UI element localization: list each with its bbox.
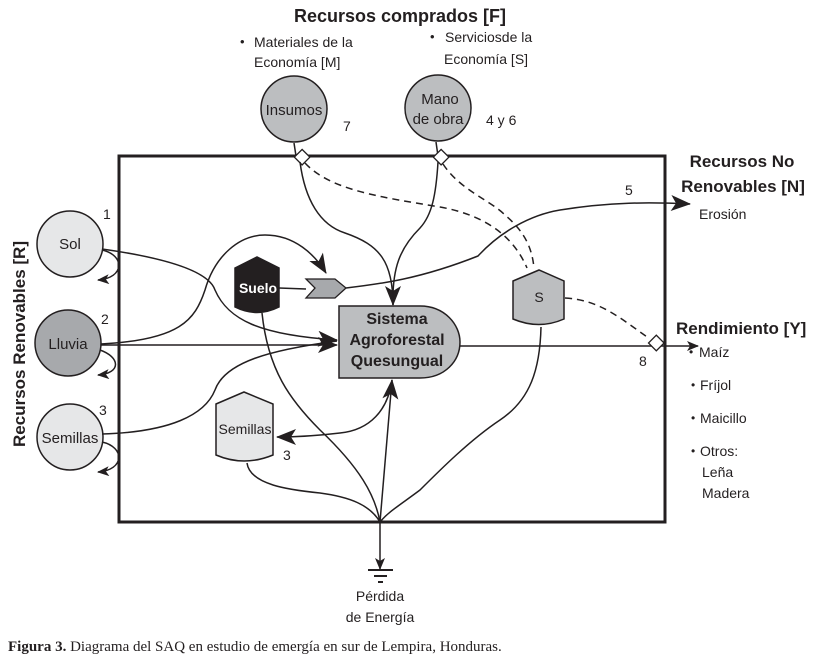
materials-label-line1: Materiales de la	[254, 34, 353, 50]
mano-de-obra-to-system-flow	[392, 161, 439, 306]
s-to-loss-flow	[379, 326, 542, 523]
yield-item-bullet: •	[689, 345, 693, 359]
suelo-to-loss-flow	[261, 312, 381, 523]
figure-caption-label: Figura 3.	[8, 639, 67, 655]
lluvia-return-flow	[97, 349, 117, 380]
energy-loss-label-line1: Pérdida	[356, 588, 404, 604]
lluvia-source	[34, 309, 102, 377]
erosion-label: Erosión	[699, 206, 746, 222]
yield-interaction-diamond	[647, 334, 665, 352]
semillas-source	[36, 403, 104, 471]
sol-return-flow	[97, 249, 120, 285]
semillas-to-system-flow	[101, 340, 338, 435]
materials-label-line2: Economía [M]	[254, 54, 340, 70]
erosion-interaction-chevron	[304, 278, 347, 299]
erosion-flow	[345, 195, 691, 289]
figure-caption: Figura 3. Diagrama del SAQ en estudio de…	[8, 639, 502, 656]
yield-item-otros: Otros:	[700, 443, 738, 459]
s-to-yield-dashed-flow	[564, 297, 651, 340]
semillas-storage	[215, 391, 274, 462]
system-producer	[338, 305, 461, 379]
insumos-to-system-flow	[299, 161, 401, 306]
semillas-source-number: 3	[99, 402, 107, 418]
renewable-resources-title: Recursos Renovables [R]	[10, 241, 29, 447]
sol-source	[36, 210, 104, 278]
materials-bullet: •	[240, 34, 245, 49]
system-label-line1: Sistema	[366, 311, 427, 328]
s-storage	[512, 269, 565, 326]
lluvia-label: Lluvia	[48, 336, 88, 353]
sol-to-system-flow	[101, 248, 338, 347]
services-label-line2: Economía [S]	[444, 51, 528, 67]
lluvia-number: 2	[101, 311, 109, 327]
semillas-storage-label: Semillas	[219, 421, 272, 437]
yield-other-madera: Madera	[702, 485, 750, 501]
system-label-line2: Agroforestal	[349, 332, 444, 349]
erosion-number: 5	[625, 182, 633, 198]
suelo-to-erosion-flow	[278, 287, 307, 290]
yield-other-lena: Leña	[702, 464, 733, 480]
yield-number: 8	[639, 353, 647, 369]
yield-item-bullet: •	[691, 411, 695, 425]
insumos-to-s-dashed-flow	[304, 162, 528, 269]
semillas-storage-number: 3	[283, 447, 291, 463]
lluvia-to-suelo-flow	[100, 234, 327, 345]
insumos-label: Insumos	[266, 102, 323, 119]
yield-item-maiz: Maíz	[699, 344, 729, 360]
sol-label: Sol	[59, 236, 81, 253]
heat-sink-icon	[368, 569, 393, 583]
nonrenewable-title-line1: Recursos No	[690, 152, 795, 171]
yield-title: Rendimiento [Y]	[676, 319, 806, 338]
s-storage-label: S	[534, 289, 543, 305]
loss-to-system-flow	[379, 379, 399, 523]
energy-loss-label-line2: de Energía	[346, 609, 415, 625]
sol-number: 1	[103, 206, 111, 222]
semillas-source-label: Semillas	[42, 430, 99, 447]
yield-item-bullet: •	[691, 444, 695, 458]
nonrenewable-title-line2: Renovables [N]	[681, 177, 805, 196]
yield-item-bullet: •	[691, 378, 695, 392]
system-to-semillas-storage-flow	[276, 379, 393, 445]
insumos-stem	[293, 142, 297, 157]
suelo-storage	[234, 256, 280, 314]
mano-de-obra-interaction-diamond	[432, 148, 450, 166]
purchased-resources-title: Recursos comprados [F]	[294, 6, 506, 26]
mano-de-obra-number: 4 y 6	[486, 112, 517, 128]
system-boundary	[117, 154, 667, 524]
yield-item-frijol: Fríjol	[700, 377, 731, 393]
mano-de-obra-label-line1: Mano	[421, 91, 459, 108]
mano-de-obra-label-line2: de obra	[413, 111, 465, 128]
system-label-line3: Quesungual	[351, 353, 443, 370]
suelo-label: Suelo	[239, 280, 277, 296]
yield-item-maicillo: Maicillo	[700, 410, 747, 426]
semillas-storage-to-loss-flow	[246, 462, 381, 523]
semillas-return-flow	[97, 441, 120, 477]
mano-de-obra-source	[404, 74, 472, 142]
services-bullet: •	[430, 29, 435, 44]
mano-de-obra-to-s-dashed-flow	[442, 163, 535, 269]
insumos-number: 7	[343, 118, 351, 134]
insumos-interaction-diamond	[293, 148, 311, 166]
insumos-source	[260, 75, 328, 143]
services-label-line1: Serviciosde la	[445, 29, 532, 45]
figure-caption-text: Diagrama del SAQ en estudio de emergía e…	[66, 639, 502, 655]
